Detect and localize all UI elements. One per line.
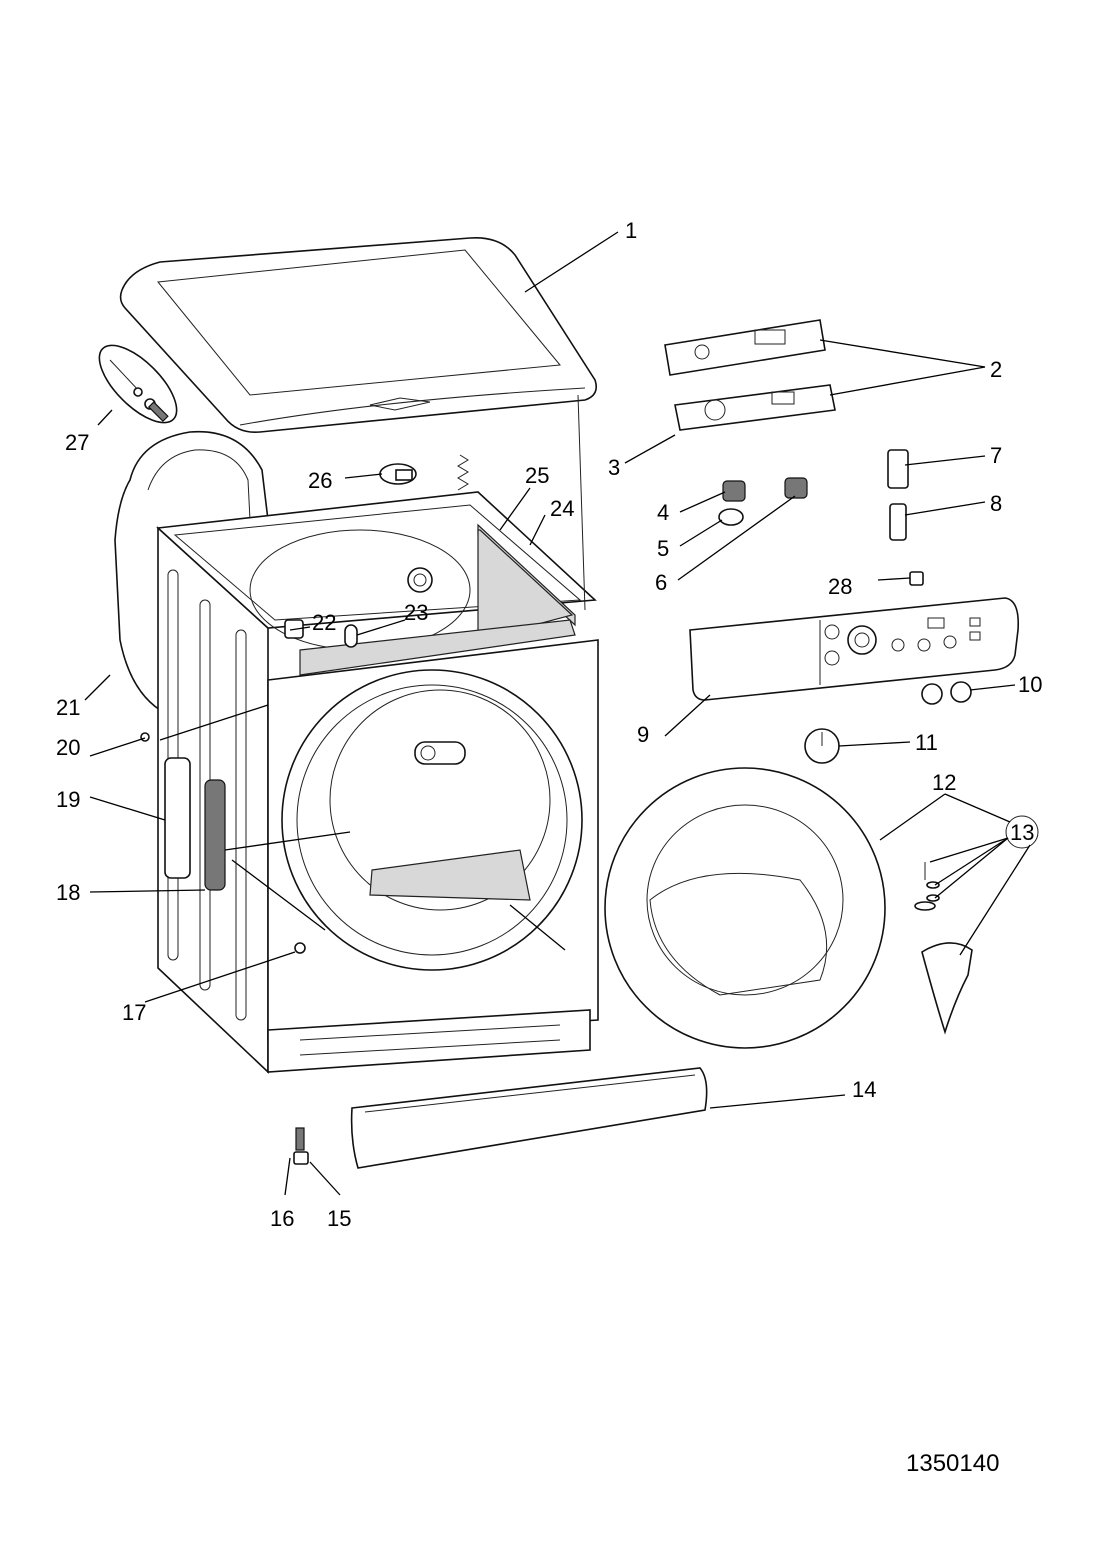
drawing-number: 1350140 xyxy=(906,1450,1000,1477)
encoder-b xyxy=(718,508,744,526)
hinge xyxy=(204,779,226,891)
callout-18: 18 xyxy=(56,880,80,905)
callout-16: 16 xyxy=(270,1206,294,1231)
callout-13: 13 xyxy=(1010,820,1034,845)
callout-3: 3 xyxy=(608,455,620,480)
callout-7: 7 xyxy=(990,443,1002,468)
callout-12: 12 xyxy=(932,770,956,795)
callout-6: 6 xyxy=(655,570,667,595)
callout-5: 5 xyxy=(657,536,669,561)
callout-8: 8 xyxy=(990,491,1002,516)
button-block-b xyxy=(889,503,907,541)
callout-21: 21 xyxy=(56,695,80,720)
electronic-boards xyxy=(664,319,836,431)
cabinet xyxy=(156,394,599,1074)
kick-plate xyxy=(350,1067,708,1169)
plug-part xyxy=(344,624,358,648)
bolt xyxy=(295,1127,305,1151)
callout-19: 19 xyxy=(56,787,80,812)
callout-9: 9 xyxy=(637,722,649,747)
door xyxy=(604,767,886,1049)
knob-a xyxy=(921,683,943,705)
encoder-a xyxy=(722,480,746,502)
foot-nut xyxy=(293,1151,309,1165)
callout-22: 22 xyxy=(312,610,336,635)
spring xyxy=(457,454,469,491)
control-panel-fascia xyxy=(689,597,1020,701)
callout-20: 20 xyxy=(56,735,80,760)
callout-2: 2 xyxy=(990,357,1002,382)
callout-26: 26 xyxy=(308,468,332,493)
small-key xyxy=(909,571,924,586)
hinge-plate xyxy=(164,757,191,879)
screw-set-oval xyxy=(98,344,178,424)
top-cover xyxy=(119,237,598,434)
callout-27: 27 xyxy=(65,430,89,455)
leader-lines xyxy=(84,231,1031,1196)
callout-1: 1 xyxy=(625,218,637,243)
knob-b xyxy=(950,681,972,703)
door-handle-kit xyxy=(914,815,1039,1035)
callout-11: 11 xyxy=(915,730,938,755)
callout-24: 24 xyxy=(550,496,574,521)
callout-4: 4 xyxy=(657,500,669,525)
callout-17: 17 xyxy=(122,1000,146,1025)
button-block-a xyxy=(887,449,909,489)
hinge-screw xyxy=(140,732,150,742)
callout-labels: 1 2 3 4 5 6 7 8 9 10 11 12 13 14 15 16 1… xyxy=(56,218,1042,1231)
callout-10: 10 xyxy=(1018,672,1042,697)
encoder-c xyxy=(784,477,808,499)
callout-15: 15 xyxy=(327,1206,351,1231)
callout-28: 28 xyxy=(828,574,852,599)
hose-clamp xyxy=(379,463,417,485)
callout-23: 23 xyxy=(404,600,428,625)
callout-25: 25 xyxy=(525,463,549,488)
foot-pin xyxy=(294,942,306,954)
callout-14: 14 xyxy=(852,1077,876,1102)
